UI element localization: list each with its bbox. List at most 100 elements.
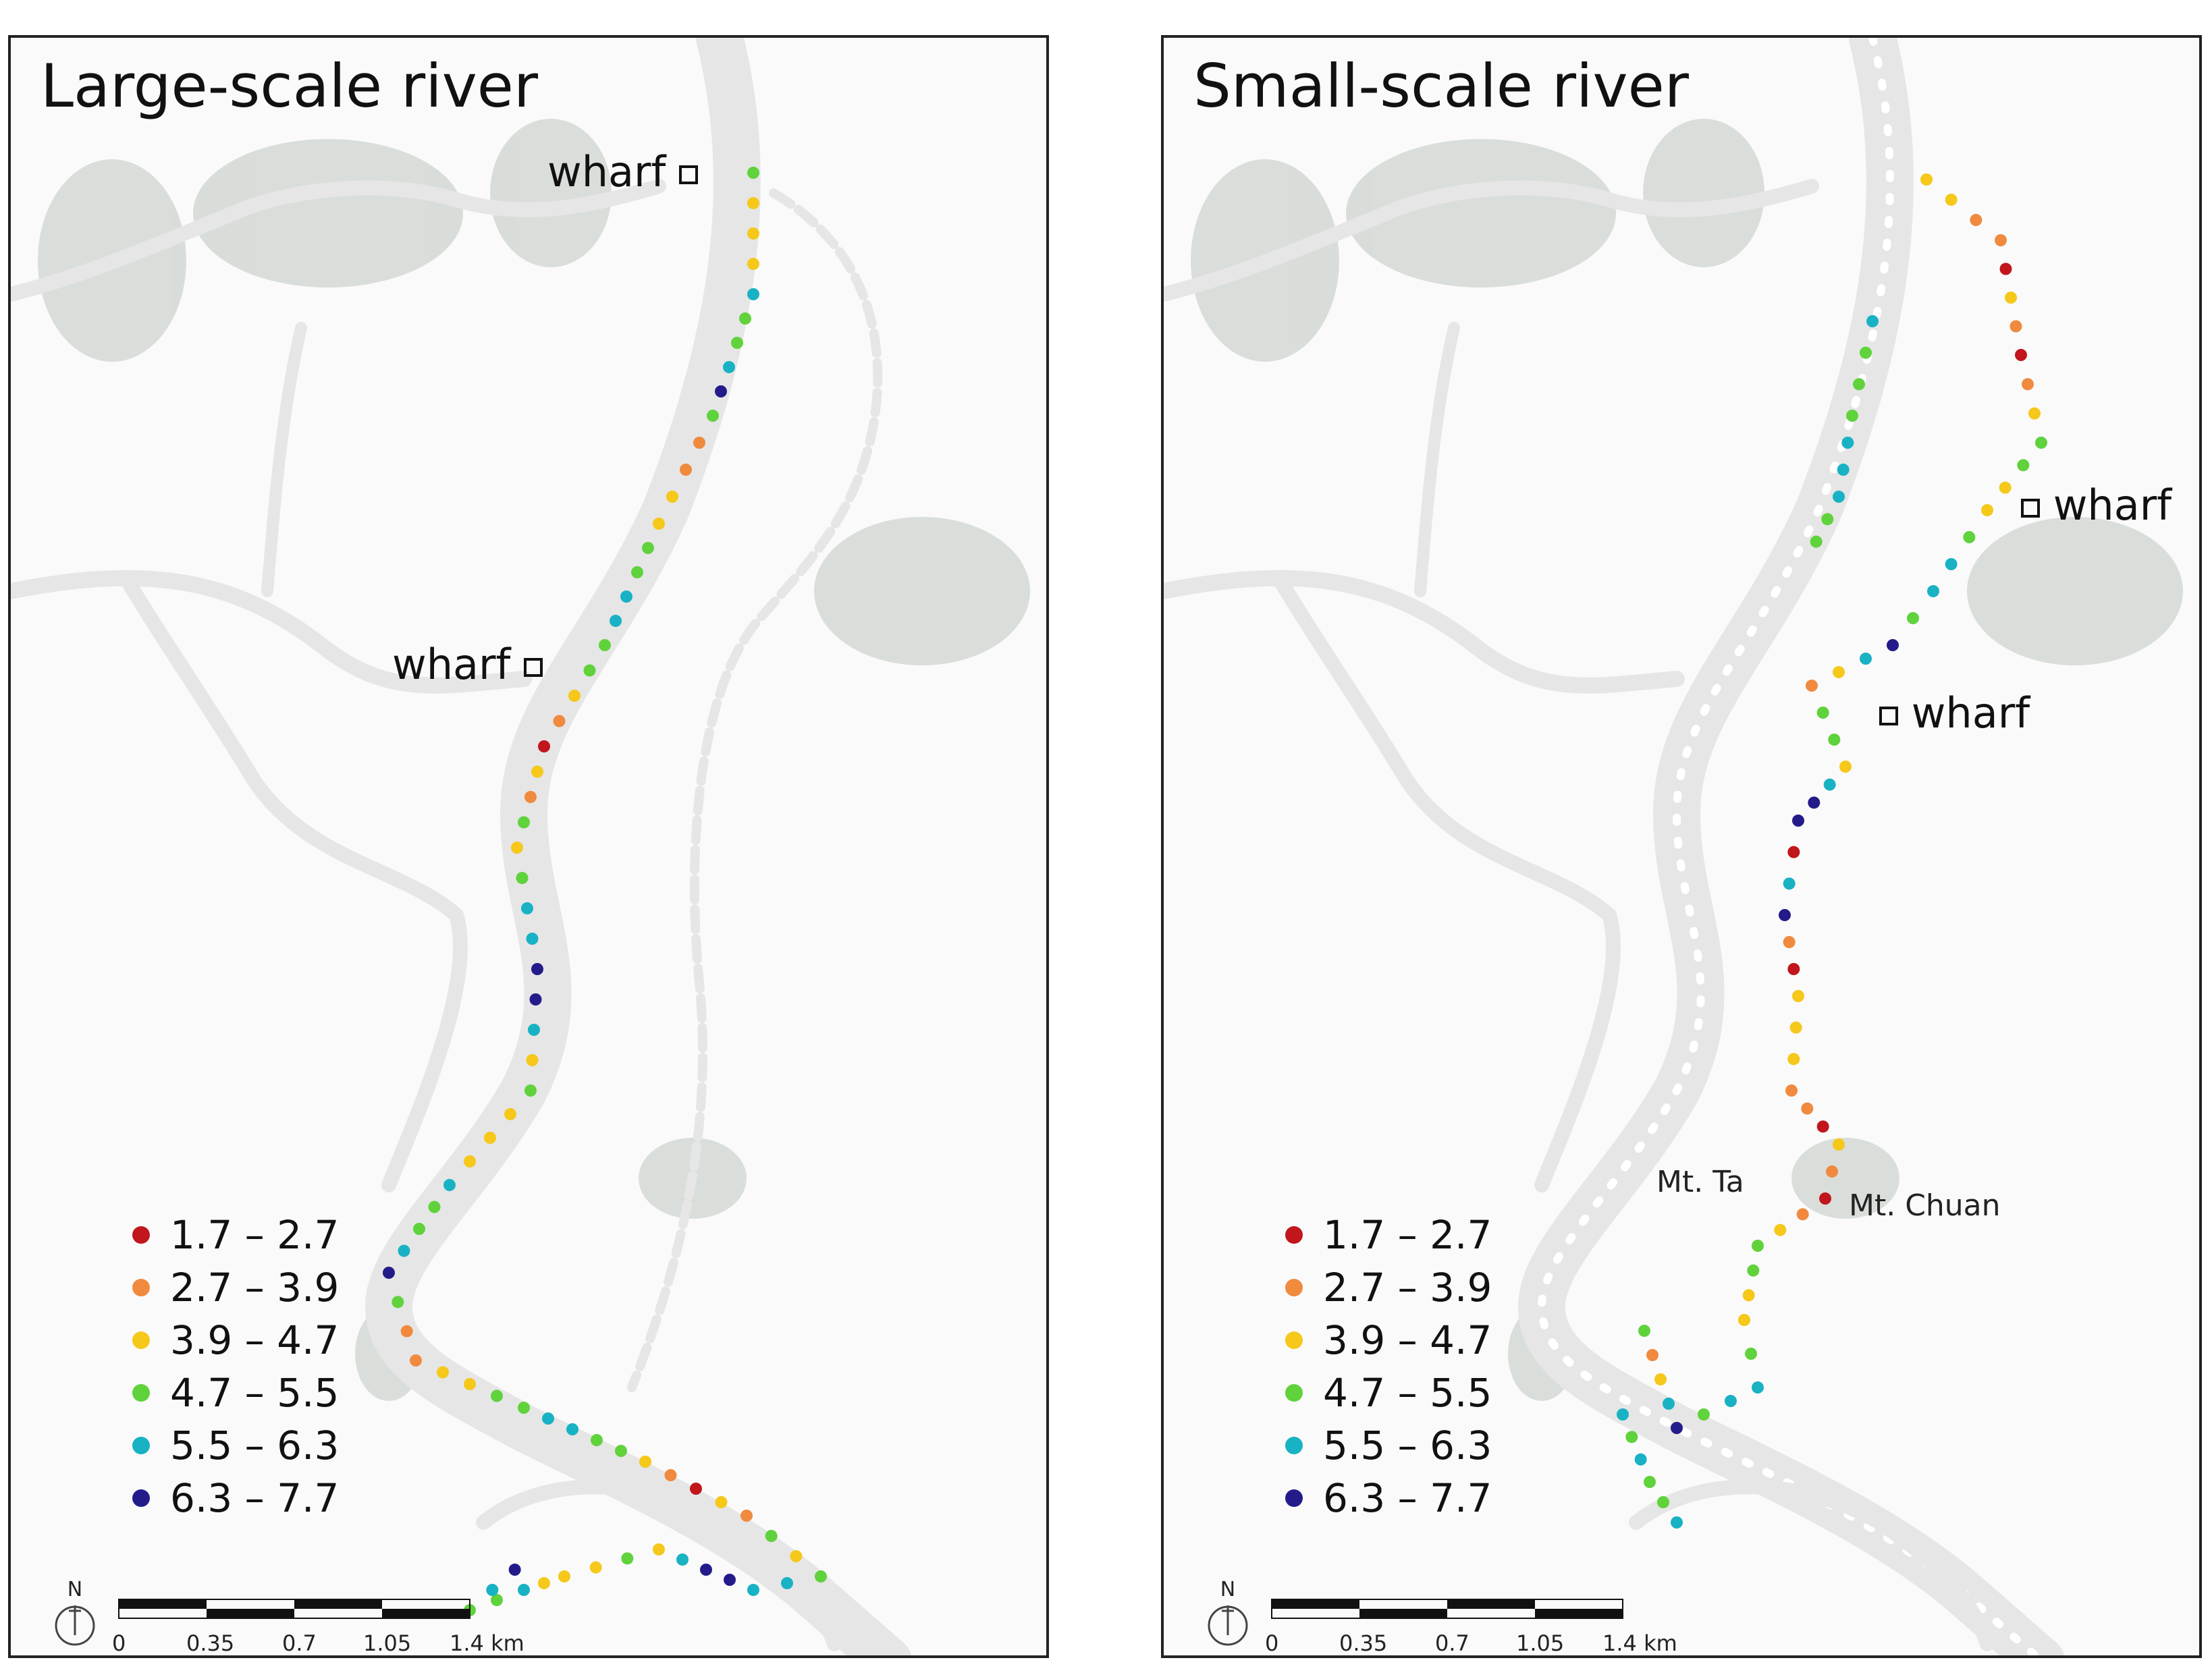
measurement-point bbox=[739, 312, 751, 325]
measurement-point bbox=[524, 1084, 537, 1097]
legend-swatch bbox=[132, 1384, 150, 1402]
measurement-point bbox=[653, 518, 665, 530]
legend-swatch bbox=[132, 1489, 150, 1507]
measurement-point bbox=[724, 1574, 736, 1586]
measurement-point bbox=[521, 902, 533, 914]
legend-label: 1.7 – 2.7 bbox=[170, 1212, 340, 1258]
measurement-point bbox=[526, 933, 539, 945]
legend-swatch bbox=[132, 1331, 150, 1349]
map-panel-small-scale: Small-scale river wharf wharf Mt. Ta Mt.… bbox=[1161, 35, 2202, 1658]
measurement-point bbox=[1839, 761, 1852, 773]
wharf-label-text: wharf bbox=[392, 640, 511, 689]
wharf-label: wharf bbox=[547, 151, 699, 193]
measurement-point bbox=[524, 791, 537, 803]
place-label-mt-chuan: Mt. Chuan bbox=[1849, 1188, 2001, 1223]
wharf-square-icon bbox=[1879, 706, 1898, 725]
scale-bar-graphic bbox=[1271, 1599, 1623, 1619]
measurement-point bbox=[1752, 1240, 1764, 1252]
measurement-point bbox=[2005, 292, 2017, 304]
measurement-point bbox=[2022, 378, 2034, 391]
measurement-point bbox=[747, 258, 759, 270]
legend-item: 1.7 – 2.7 bbox=[1285, 1209, 1492, 1261]
measurement-point bbox=[747, 197, 759, 209]
measurement-point bbox=[707, 410, 719, 422]
measurement-point bbox=[1963, 531, 1976, 543]
scale-tick: 1.05 bbox=[1516, 1630, 1565, 1656]
measurement-point bbox=[511, 842, 523, 854]
north-label: N bbox=[1220, 1578, 1235, 1601]
legend-swatch bbox=[132, 1226, 150, 1244]
measurement-point bbox=[400, 1325, 413, 1338]
measurement-point bbox=[621, 1552, 634, 1565]
measurement-point bbox=[1981, 504, 1993, 516]
measurement-point bbox=[1785, 1084, 1798, 1097]
measurement-point bbox=[2035, 437, 2047, 449]
measurement-point bbox=[437, 1366, 449, 1379]
measurement-point bbox=[558, 1570, 570, 1582]
scale-tick: 0.35 bbox=[186, 1630, 235, 1656]
scale-tick: 0.7 bbox=[1435, 1630, 1469, 1656]
legend-label: 5.5 – 6.3 bbox=[170, 1423, 340, 1468]
measurement-point bbox=[615, 1445, 627, 1457]
measurement-point bbox=[491, 1594, 503, 1606]
measurement-point bbox=[1945, 194, 1958, 206]
measurement-point bbox=[504, 1108, 516, 1120]
legend-item: 6.3 – 7.7 bbox=[132, 1472, 339, 1524]
legend-label: 3.9 – 4.7 bbox=[1323, 1317, 1492, 1363]
measurement-point bbox=[508, 1564, 521, 1576]
measurement-point bbox=[1920, 173, 1933, 186]
measurement-point bbox=[553, 715, 566, 727]
measurement-point bbox=[1927, 585, 1939, 597]
measurement-point bbox=[1833, 1138, 1845, 1151]
legend-item: 5.5 – 6.3 bbox=[1285, 1419, 1492, 1472]
measurement-point bbox=[583, 664, 596, 677]
legend-item: 5.5 – 6.3 bbox=[132, 1419, 339, 1472]
measurement-point bbox=[1747, 1264, 1760, 1277]
legend-label: 6.3 – 7.7 bbox=[170, 1475, 340, 1521]
legend-label: 6.3 – 7.7 bbox=[1323, 1475, 1492, 1521]
legend-swatch bbox=[1285, 1331, 1303, 1349]
measurement-point bbox=[1816, 1120, 1829, 1133]
measurement-point bbox=[680, 464, 692, 476]
measurement-point bbox=[1841, 437, 1854, 449]
measurement-point bbox=[781, 1577, 793, 1589]
legend-item: 4.7 – 5.5 bbox=[132, 1367, 339, 1419]
measurement-point bbox=[1999, 481, 2012, 494]
measurement-point bbox=[1846, 410, 1858, 422]
wharf-label-text: wharf bbox=[1911, 688, 2030, 738]
measurement-point bbox=[1816, 707, 1829, 719]
measurement-point bbox=[1853, 378, 1865, 391]
measurement-point bbox=[1738, 1314, 1750, 1326]
river-network bbox=[1164, 38, 2064, 1655]
scale-tick: 1.4 km bbox=[450, 1630, 524, 1656]
measurement-point bbox=[1625, 1431, 1638, 1443]
measurement-point bbox=[2009, 320, 2022, 333]
measurement-point bbox=[528, 1024, 540, 1036]
water-bodies bbox=[1191, 119, 2183, 1401]
measurement-point bbox=[518, 1584, 530, 1596]
legend-swatch bbox=[132, 1279, 150, 1296]
measurement-point bbox=[486, 1584, 499, 1596]
measurement-point bbox=[1787, 1053, 1800, 1066]
legend-label: 4.7 – 5.5 bbox=[170, 1370, 340, 1416]
legend-swatch bbox=[1285, 1384, 1303, 1402]
scale-bar-graphic bbox=[118, 1599, 470, 1619]
legend-swatch bbox=[1285, 1437, 1303, 1454]
measurement-point bbox=[464, 1155, 476, 1167]
measurement-point bbox=[526, 1054, 539, 1066]
measurement-point bbox=[1907, 612, 1919, 624]
map-panel-large-scale: Large-scale river wharf wharf 1.7 – 2.7 … bbox=[8, 35, 1049, 1658]
wharf-label-text: wharf bbox=[547, 147, 666, 196]
measurement-point bbox=[428, 1201, 441, 1213]
measurement-point bbox=[1634, 1453, 1647, 1466]
measurement-point bbox=[620, 590, 632, 603]
wharf-label: wharf bbox=[392, 644, 543, 686]
measurement-point bbox=[531, 765, 543, 778]
legend-swatch bbox=[132, 1437, 150, 1454]
measurement-point bbox=[1671, 1422, 1683, 1434]
measurement-point bbox=[398, 1244, 410, 1257]
wharf-label: wharf bbox=[2021, 485, 2171, 526]
measurement-point bbox=[715, 385, 727, 397]
scale-tick: 0.7 bbox=[282, 1630, 317, 1656]
measurement-points bbox=[383, 167, 827, 1616]
